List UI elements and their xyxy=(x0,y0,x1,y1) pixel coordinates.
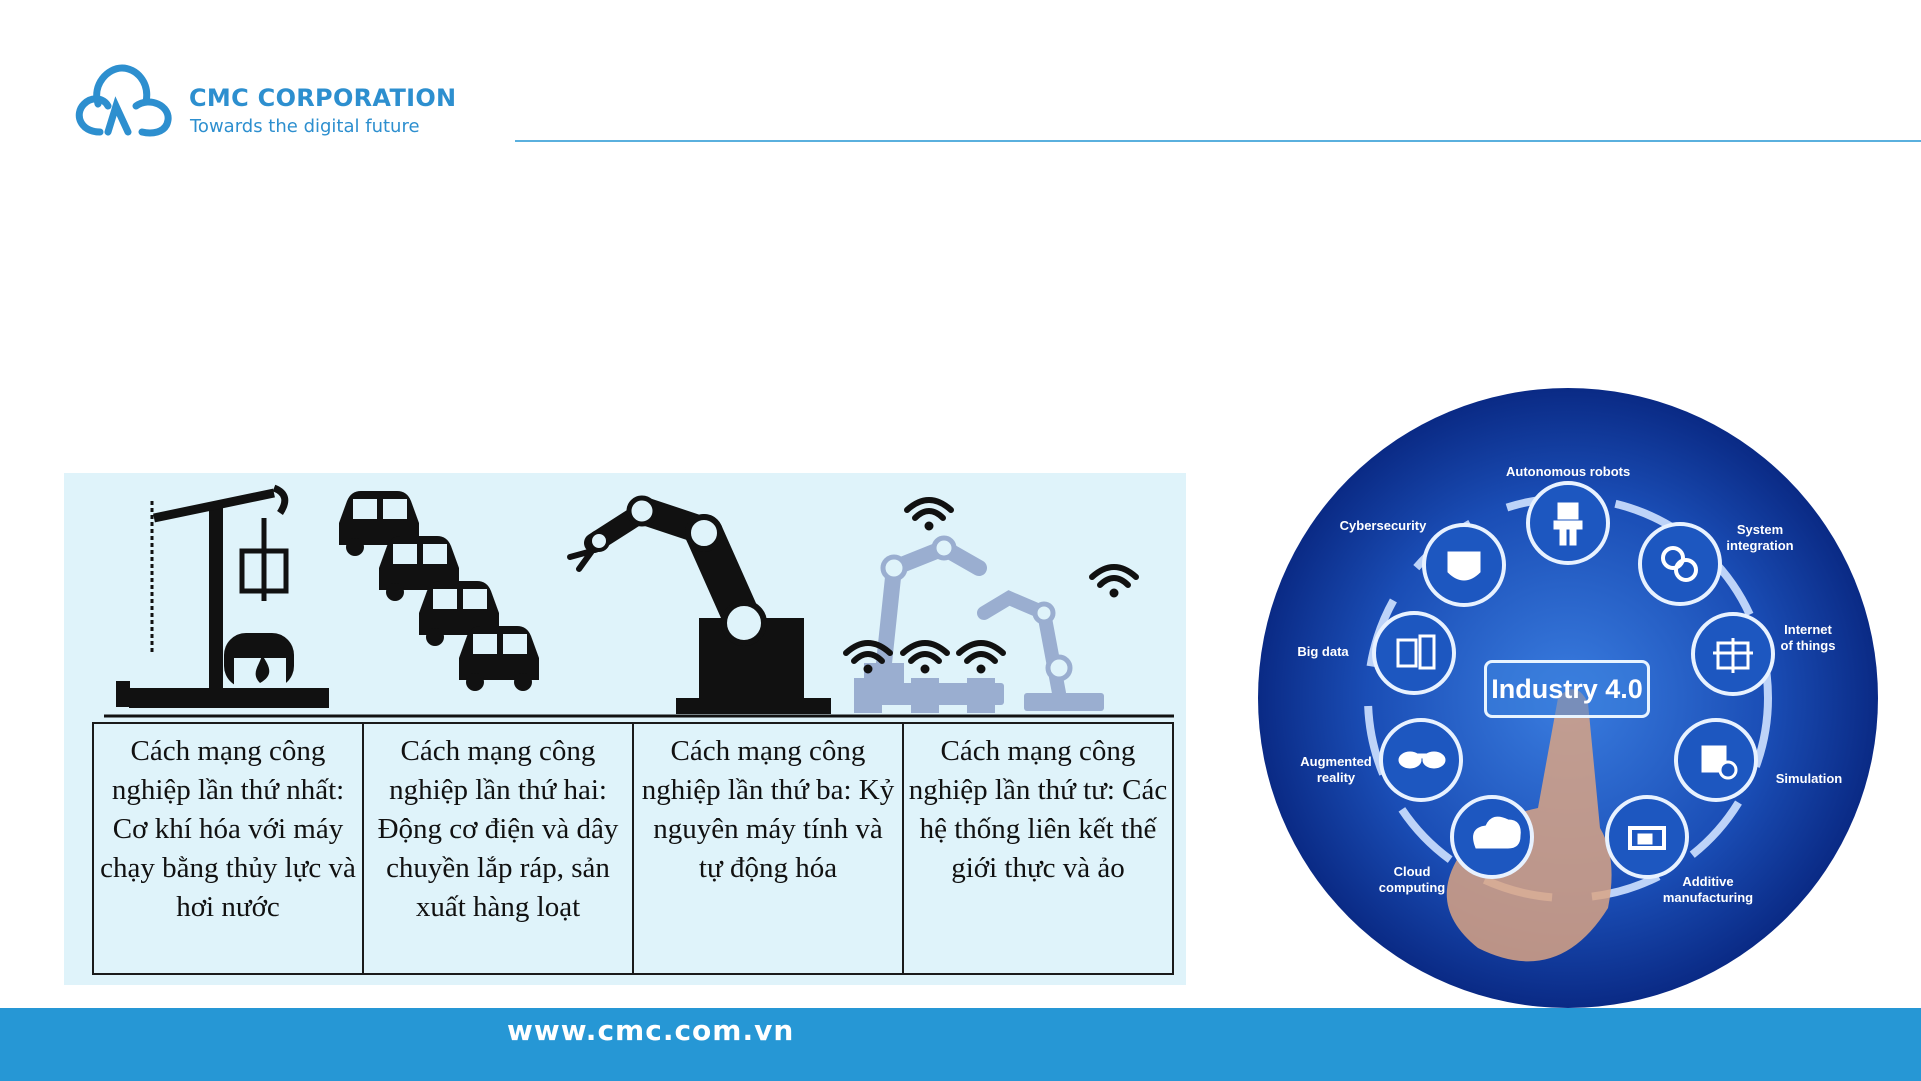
revolution-stage-1: Cách mạng công nghiệp lần thứ nhất: Cơ k… xyxy=(94,724,364,973)
website-link[interactable]: www.cmc.com.vn xyxy=(507,1014,795,1047)
industry-4-0-graphic: Industry 4.0 Autonomous robots System in… xyxy=(1258,388,1878,1008)
feature-system-integration: System integration xyxy=(1726,522,1794,553)
feature-internet-of-things: Internet of things xyxy=(1780,622,1836,653)
revolution-stage-3: Cách mạng công nghiệp lần thứ ba: Kỷ ngu… xyxy=(634,724,904,973)
feature-cybersecurity: Cybersecurity xyxy=(1339,518,1427,533)
revolution-stage-4: Cách mạng công nghiệp lần thứ tư: Các hệ… xyxy=(904,724,1172,973)
revolution-stage-2: Cách mạng công nghiệp lần thứ hai: Động … xyxy=(364,724,634,973)
feature-big-data: Big data xyxy=(1297,644,1349,659)
shield-icon xyxy=(1447,551,1481,581)
circuit-icon xyxy=(1713,638,1753,673)
revolution-stage-4-text: Cách mạng công nghiệp lần thứ tư: Các hệ… xyxy=(908,735,1168,884)
wifi-icon xyxy=(843,497,1139,674)
glasses-icon xyxy=(1398,751,1446,769)
footer-bar xyxy=(0,1008,1921,1081)
assembly-line-cars-icon xyxy=(339,491,539,691)
feature-simulation: Simulation xyxy=(1775,771,1843,786)
cmc-cloud-logo-icon xyxy=(75,64,172,137)
robot-icon xyxy=(1553,502,1583,546)
simulation-icon xyxy=(1701,745,1738,780)
revolution-icons xyxy=(104,484,1174,718)
company-tagline: Towards the digital future xyxy=(190,116,420,137)
database-icon xyxy=(1396,634,1436,670)
revolution-stage-2-text: Cách mạng công nghiệp lần thứ hai: Động … xyxy=(377,735,619,923)
connected-robots-icon xyxy=(854,535,1104,713)
company-name: CMC CORPORATION xyxy=(189,84,457,112)
revolution-stages-table: Cách mạng công nghiệp lần thứ nhất: Cơ k… xyxy=(92,722,1174,975)
link-icon xyxy=(1661,546,1698,582)
feature-additive-manufacturing: Additive manufacturing xyxy=(1662,874,1754,905)
printer-icon xyxy=(1628,826,1666,850)
industry-4-0-label: Industry 4.0 xyxy=(1484,660,1650,718)
industrial-revolutions-panel: Cách mạng công nghiệp lần thứ nhất: Cơ k… xyxy=(64,473,1186,985)
cloud-icon xyxy=(1473,816,1521,849)
revolution-stage-1-text: Cách mạng công nghiệp lần thứ nhất: Cơ k… xyxy=(100,735,356,923)
brand-logo[interactable]: CMC CORPORATION Towards the digital futu… xyxy=(70,62,456,142)
robot-arm-icon xyxy=(567,495,831,714)
header-divider xyxy=(515,140,1921,142)
oil-pump-icon xyxy=(116,484,329,708)
feature-autonomous-robots: Autonomous robots xyxy=(1506,464,1631,479)
feature-augmented-reality: Augmented reality xyxy=(1300,754,1372,785)
revolution-stage-3-text: Cách mạng công nghiệp lần thứ ba: Kỷ ngu… xyxy=(641,735,895,884)
feature-cloud-computing: Cloud computing xyxy=(1378,864,1446,895)
